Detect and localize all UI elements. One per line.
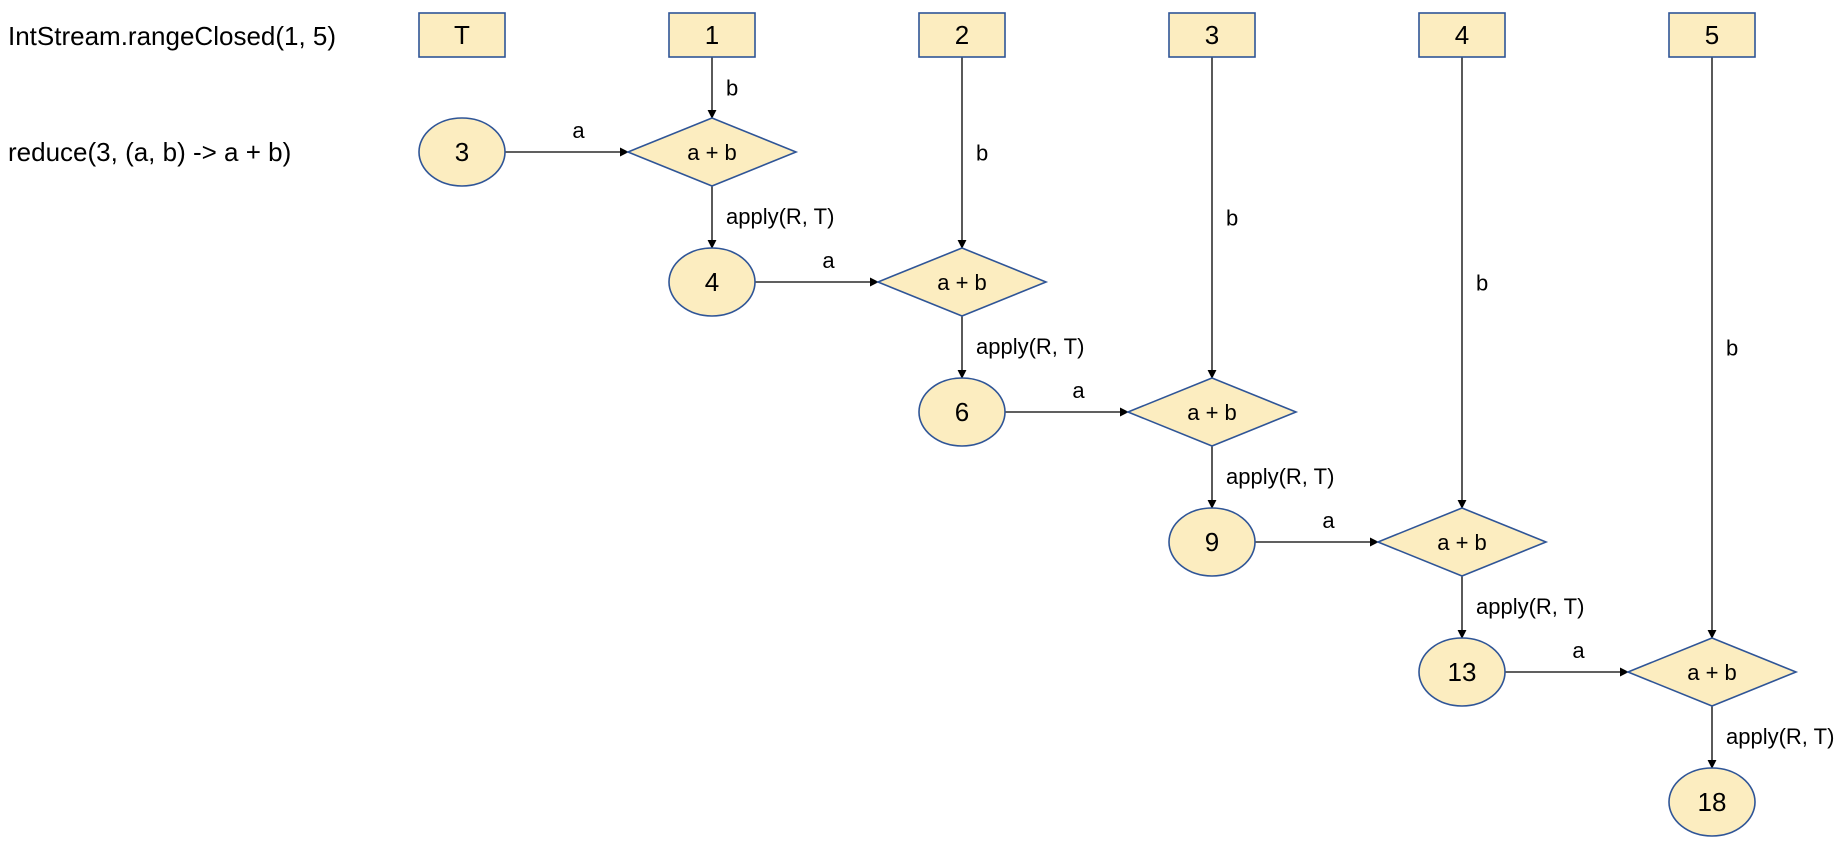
edge-label-a: a <box>572 118 585 143</box>
edge-label-a: a <box>1322 508 1335 533</box>
accumulator-value: 6 <box>955 397 969 427</box>
operator-label: a + b <box>1437 530 1487 555</box>
stream-box-label: 4 <box>1455 20 1469 50</box>
edges-layer <box>505 57 1717 769</box>
edge-label-b: b <box>1226 206 1238 231</box>
operator-label: a + b <box>1187 400 1237 425</box>
accumulator-node <box>1168 507 1256 577</box>
stream-box-label: 3 <box>1205 20 1219 50</box>
accumulator-node <box>1418 637 1506 707</box>
edge-label-b: b <box>726 76 738 101</box>
reduce-row-label: reduce(3, (a, b) -> a + b) <box>8 137 291 167</box>
nodes-layer: T 1 2 3 4 5 3 a + b 4 a + b 6 a + b 9 a + b 13 a + b 18 <box>418 12 1799 837</box>
edge-label-a: a <box>1072 378 1085 403</box>
stream-box-4 <box>1418 12 1506 58</box>
stream-box-label: 2 <box>955 20 969 50</box>
stream-row-label: IntStream.rangeClosed(1, 5) <box>8 21 336 51</box>
accumulator-value: 4 <box>705 267 719 297</box>
edge-label-apply: apply(R, T) <box>1476 594 1584 619</box>
operator-label: a + b <box>937 270 987 295</box>
accumulator-node <box>1668 767 1756 837</box>
accumulator-node <box>418 117 506 187</box>
accumulator-value: 9 <box>1205 527 1219 557</box>
edge-label-apply: apply(R, T) <box>1726 724 1834 749</box>
stream-box-label: T <box>454 20 470 50</box>
edge-label-apply: apply(R, T) <box>726 204 834 229</box>
operator-diamond <box>1625 637 1799 707</box>
operator-diamond <box>1125 377 1299 447</box>
accumulator-value: 3 <box>455 137 469 167</box>
stream-box-5 <box>1668 12 1756 58</box>
edge-label-a: a <box>822 248 835 273</box>
accumulator-node <box>668 247 756 317</box>
operator-diamond <box>875 247 1049 317</box>
stream-box-t <box>418 12 506 58</box>
accumulator-node <box>918 377 1006 447</box>
stream-box-label: 5 <box>1705 20 1719 50</box>
operator-diamond <box>625 117 799 187</box>
stream-box-2 <box>918 12 1006 58</box>
edge-label-apply: apply(R, T) <box>1226 464 1334 489</box>
operator-label: a + b <box>1687 660 1737 685</box>
operator-diamond <box>1375 507 1549 577</box>
accumulator-value: 13 <box>1448 657 1477 687</box>
edge-label-b: b <box>1726 336 1738 361</box>
edge-labels-layer: a b apply(R, T) a b apply(R, T) a b apply(R, T) a… <box>572 76 1834 750</box>
edge-label-a: a <box>1572 638 1585 663</box>
stream-box-3 <box>1168 12 1256 58</box>
edge-label-apply: apply(R, T) <box>976 334 1084 359</box>
edge-label-b: b <box>1476 271 1488 296</box>
accumulator-value: 18 <box>1698 787 1727 817</box>
stream-box-label: 1 <box>705 20 719 50</box>
edge-label-b: b <box>976 141 988 166</box>
stream-box-1 <box>668 12 756 58</box>
operator-label: a + b <box>687 140 737 165</box>
